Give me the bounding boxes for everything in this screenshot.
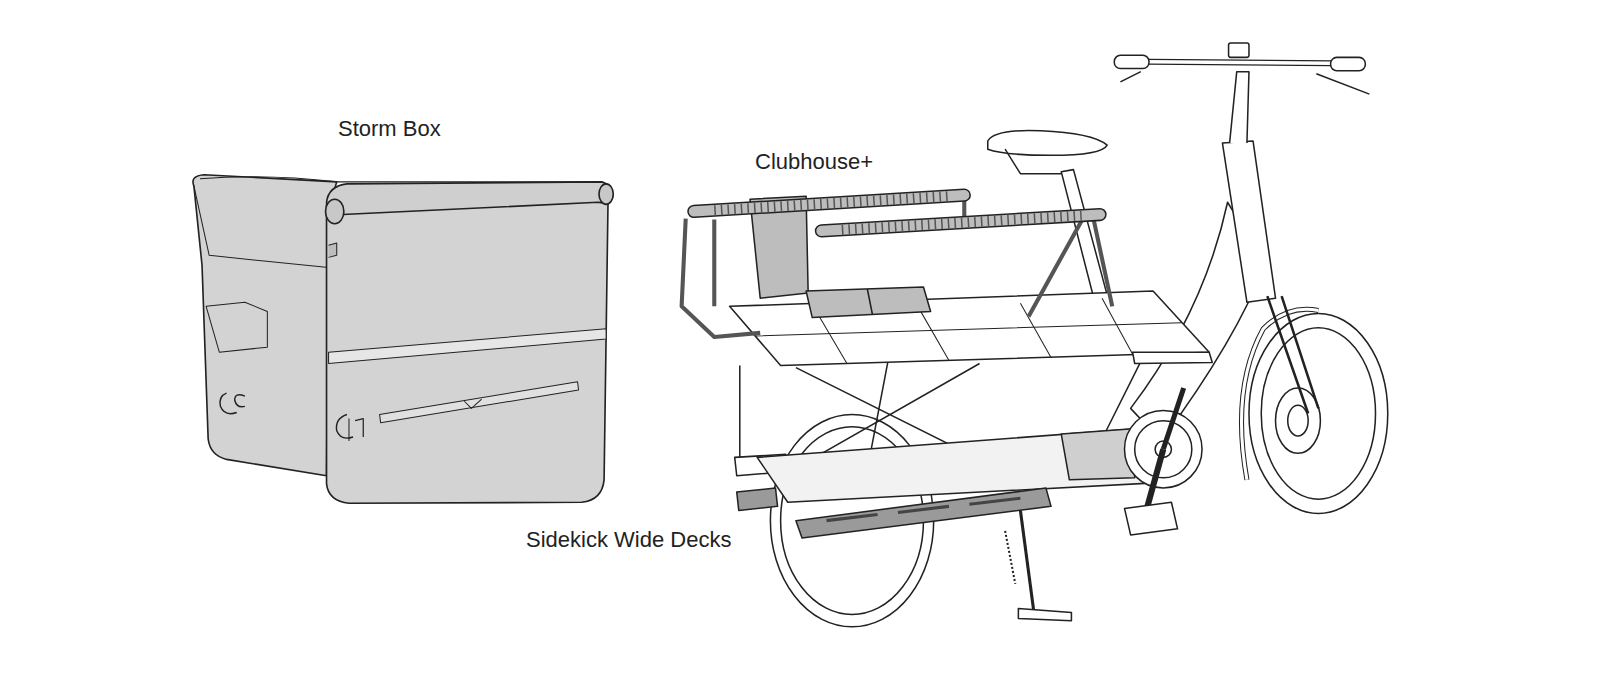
part-label: Storm Box — [338, 116, 441, 142]
bike-frame — [1117, 61, 1362, 63]
front-wheel — [1261, 328, 1375, 499]
storm-box-bag — [464, 399, 481, 408]
sidekick-wide-deck — [796, 488, 1051, 538]
clubhouse-plus — [821, 215, 1100, 231]
front-wheel — [1241, 309, 1387, 513]
bike-frame — [757, 427, 1173, 503]
storm-box-bag — [326, 199, 344, 223]
bike-frame — [988, 131, 1107, 156]
storm-box-bag — [329, 329, 607, 364]
storm-box-bag — [194, 186, 329, 268]
clubhouse-plus — [867, 289, 872, 315]
bike-frame — [1133, 352, 1213, 363]
sidekick-wide-deck — [737, 488, 778, 510]
bike-frame — [1124, 502, 1177, 535]
bike-frame — [1120, 72, 1369, 94]
clubhouse-plus — [694, 195, 964, 211]
clubhouse-plus — [714, 196, 949, 210]
bike-frame — [1114, 55, 1149, 68]
storm-box-bag — [193, 175, 337, 476]
storm-box-bag — [193, 175, 613, 504]
clubhouse-plus — [842, 216, 1082, 230]
storm-box-bag — [327, 192, 609, 503]
sidekick-wide-deck — [827, 498, 1021, 520]
part-label: Clubhouse+ — [755, 149, 873, 175]
storm-box-bag — [599, 184, 613, 204]
bike-frame — [1230, 72, 1249, 143]
front-wheel — [1288, 405, 1308, 436]
part-label: Sidekick Wide Decks — [526, 527, 731, 553]
bike-frame — [1005, 149, 1061, 173]
bike-frame — [1267, 296, 1318, 413]
bike-frame — [1061, 170, 1110, 311]
bike-frame — [1018, 608, 1071, 620]
storm-box-bag — [220, 393, 245, 414]
storm-box-bag — [348, 419, 349, 441]
front-wheel — [1249, 314, 1388, 514]
bike-frame — [1222, 141, 1275, 302]
bike-frame — [1229, 43, 1249, 57]
clubhouse-plus — [682, 199, 1113, 337]
bike-frame — [730, 43, 1370, 621]
storm-box-bag — [329, 243, 337, 257]
clubhouse-plus — [806, 287, 930, 318]
storm-box-bag — [336, 415, 353, 439]
bike-frame — [1331, 57, 1366, 70]
bike-frame — [1117, 61, 1362, 63]
storm-box-bag — [380, 382, 579, 423]
clubhouse-plus — [694, 195, 964, 211]
storm-box-bag — [206, 302, 267, 352]
clubhouse-plus — [821, 215, 1100, 231]
storm-box-bag — [327, 182, 613, 215]
bike-frame — [1020, 510, 1033, 610]
bike-frame — [1005, 531, 1015, 584]
sidekick-wide-deck — [737, 488, 1051, 538]
storm-box-bag — [200, 177, 602, 182]
bike-frame — [1061, 429, 1134, 480]
clubhouse-plus — [682, 195, 1113, 337]
storm-box-bag — [355, 419, 363, 437]
bike-frame — [1163, 388, 1183, 449]
